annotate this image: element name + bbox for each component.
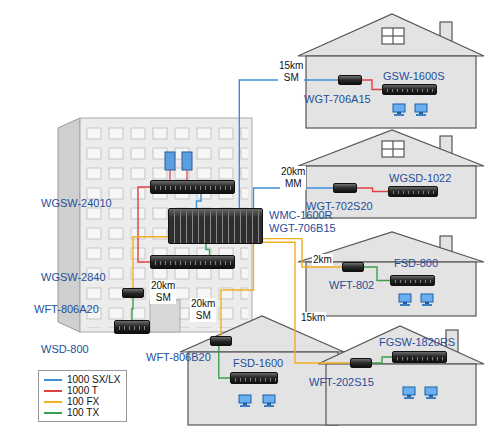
legend-row: 1000 SX/LX xyxy=(44,374,120,385)
legend-swatch xyxy=(44,379,62,381)
media-converter: WFT-806A20 xyxy=(122,288,144,298)
server-icons xyxy=(165,152,192,180)
switch-device: FGSW-1820RS xyxy=(392,351,447,363)
switch-device: WGSW-24010 xyxy=(150,180,235,194)
legend-text: 100 FX xyxy=(67,396,99,407)
link-distance: 20km SM xyxy=(190,298,216,322)
device-label: GSW-1600S xyxy=(383,70,445,83)
device-label: FSD-1600 xyxy=(233,357,283,370)
switch-device: GSW-1600S xyxy=(382,84,437,95)
device-label: WGT-706B15 xyxy=(269,222,336,235)
cable-link xyxy=(138,187,150,262)
link-distance: 20km MM xyxy=(280,166,306,190)
cable-link xyxy=(263,242,350,363)
device-label: WGSD-1022 xyxy=(389,172,451,185)
converter-chassis: WMC-1600RWGT-706B15 xyxy=(168,208,263,244)
media-converter: WFT-802 xyxy=(342,262,364,272)
switch-device: WSD-800 xyxy=(114,320,150,334)
device-label: WMC-1600R xyxy=(269,209,333,222)
cable-link xyxy=(357,188,388,192)
legend-text: 1000 SX/LX xyxy=(67,374,120,385)
cable-link xyxy=(132,298,133,320)
legend-swatch xyxy=(44,390,62,392)
switch-device: WGSD-1022 xyxy=(388,186,438,197)
link-distance: 2km xyxy=(312,254,333,266)
link-distance: 15km SM xyxy=(278,60,304,84)
cable-link xyxy=(362,80,382,90)
legend-row: 1000 T xyxy=(44,385,120,396)
switch-device: FSD-1600 xyxy=(230,372,278,384)
media-converter: WGT-706A15 xyxy=(338,75,362,85)
cable-link xyxy=(206,244,210,255)
media-converter: WFT-202S15 xyxy=(350,358,372,368)
cable-link xyxy=(197,194,202,208)
legend-row: 100 TX xyxy=(44,407,120,418)
device-label: FSD-800 xyxy=(394,257,438,270)
cable-link xyxy=(219,346,230,378)
legend-box: 1000 SX/LX1000 T100 FX100 TX xyxy=(38,370,127,422)
device-label: WSD-800 xyxy=(41,343,89,356)
link-distance: 15km xyxy=(300,312,326,324)
link-distance: 20km SM xyxy=(150,280,176,304)
device-label: FGSW-1820RS xyxy=(379,336,455,349)
cable-link xyxy=(372,357,392,363)
media-converter: WFT-806B20 xyxy=(210,336,232,346)
cable-link xyxy=(364,267,390,281)
device-label: WGSW-24010 xyxy=(41,197,112,210)
switch-device: FSD-800 xyxy=(390,275,435,286)
device-label: WFT-202S15 xyxy=(309,376,374,389)
legend-text: 100 TX xyxy=(67,407,99,418)
device-label: WFT-802 xyxy=(329,279,374,292)
legend-row: 100 FX xyxy=(44,396,120,407)
device-label: WGSW-2840 xyxy=(41,271,106,284)
legend-swatch xyxy=(44,401,62,403)
device-label: WFT-806B20 xyxy=(146,351,211,364)
legend-swatch xyxy=(44,412,62,414)
device-label: WGT-706A15 xyxy=(304,93,371,106)
switch-device: WGSW-2840 xyxy=(150,255,235,269)
device-label: WFT-806A20 xyxy=(34,303,99,316)
legend-text: 1000 T xyxy=(67,385,98,396)
media-converter: WGT-702S20 xyxy=(333,183,357,193)
